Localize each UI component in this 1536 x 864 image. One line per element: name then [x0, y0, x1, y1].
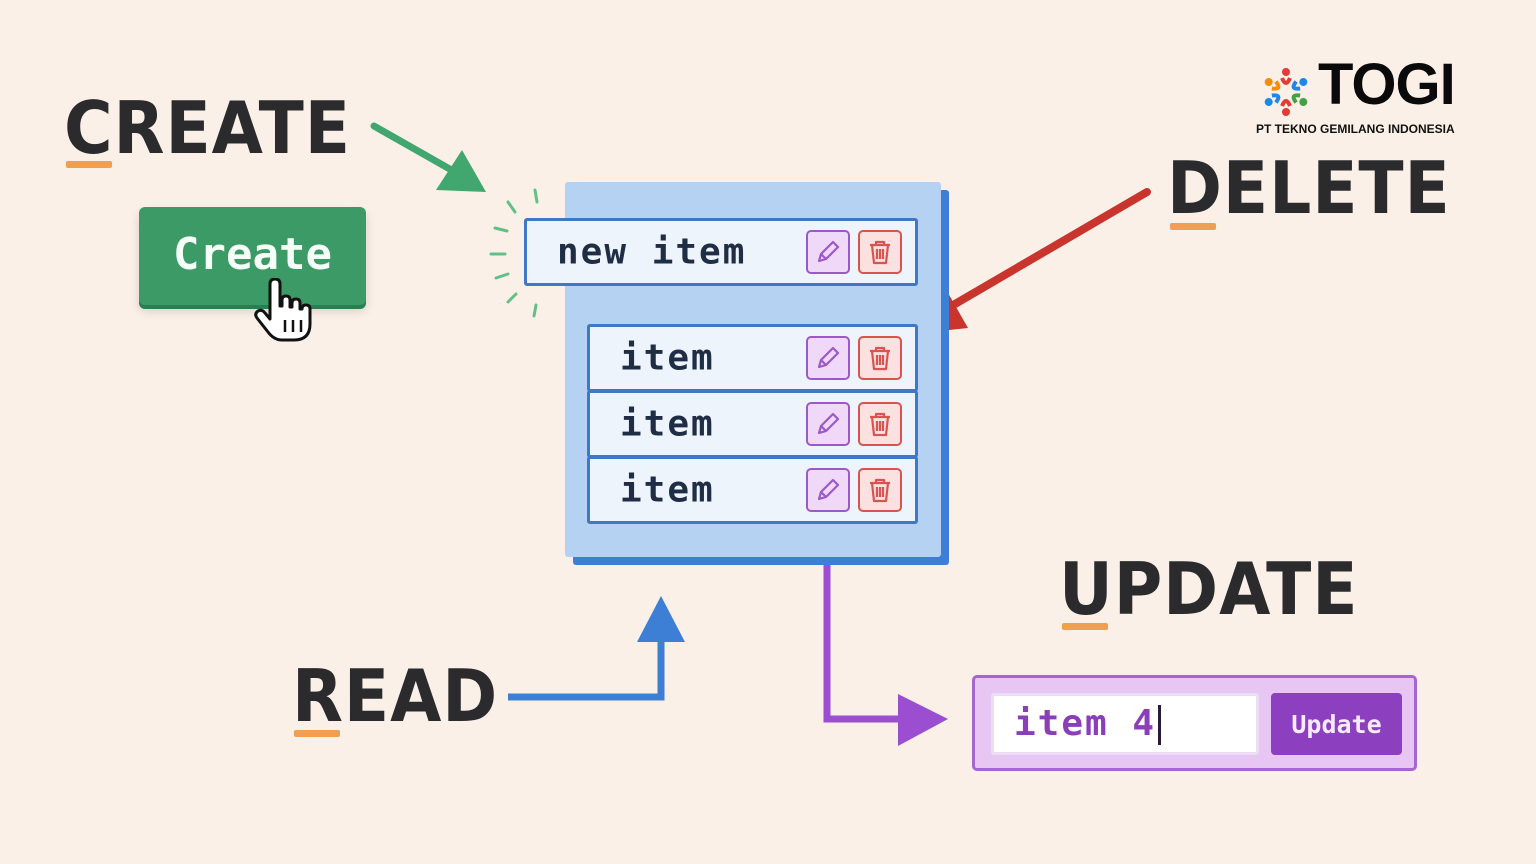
- pencil-icon: [817, 240, 840, 263]
- create-arrowhead: [436, 150, 486, 192]
- create-underline: [66, 161, 112, 168]
- read-underline: [294, 730, 340, 737]
- list-item: item: [587, 324, 918, 392]
- update-input-text: item 4: [1014, 703, 1157, 744]
- update-underline: [1062, 623, 1108, 630]
- update-button-label: Update: [1291, 709, 1382, 739]
- list-item: item: [587, 390, 918, 458]
- list-item-label: item: [620, 337, 715, 379]
- update-arrow: [823, 524, 902, 723]
- update-input-value: item 4: [1014, 703, 1162, 745]
- list-item: item: [587, 456, 918, 524]
- trash-icon: [870, 412, 890, 437]
- trash-icon: [870, 346, 890, 371]
- pencil-icon: [817, 478, 840, 501]
- create-arrow: [370, 122, 459, 176]
- read-label: READ: [292, 654, 499, 738]
- delete-label: DELETE: [1167, 146, 1451, 230]
- sparkle-lines: [489, 188, 539, 318]
- read-arrow: [508, 638, 665, 701]
- hand-cursor-icon: [254, 278, 312, 342]
- delete-button[interactable]: [858, 336, 902, 380]
- trash-icon: [870, 478, 890, 503]
- text-caret: [1158, 705, 1162, 745]
- update-form: item 4 Update: [972, 675, 1417, 771]
- pencil-icon: [817, 412, 840, 435]
- edit-button[interactable]: [806, 402, 850, 446]
- create-label: CREATE: [64, 86, 351, 170]
- togi-logo-mark: [1264, 68, 1308, 116]
- edit-button[interactable]: [806, 230, 850, 274]
- delete-arrow: [951, 188, 1151, 308]
- delete-button[interactable]: [858, 230, 902, 274]
- delete-button[interactable]: [858, 468, 902, 512]
- delete-button[interactable]: [858, 402, 902, 446]
- pencil-icon: [817, 346, 840, 369]
- logo-name: TOGI: [1318, 52, 1456, 117]
- list-item-label: item: [620, 403, 715, 445]
- read-arrowhead: [637, 596, 685, 642]
- new-item-label: new item: [557, 231, 747, 273]
- create-button[interactable]: Create: [139, 207, 366, 305]
- trash-icon: [870, 240, 890, 265]
- edit-button[interactable]: [806, 336, 850, 380]
- logo-tagline: PT TEKNO GEMILANG INDONESIA: [1256, 122, 1455, 136]
- edit-button[interactable]: [806, 468, 850, 512]
- list-item-label: item: [620, 469, 715, 511]
- update-input[interactable]: item 4: [991, 693, 1259, 755]
- update-button[interactable]: Update: [1271, 693, 1402, 755]
- delete-underline: [1170, 223, 1216, 230]
- create-button-label: Create: [173, 228, 332, 280]
- new-item-row: new item: [524, 218, 918, 286]
- update-arrowhead: [898, 694, 948, 746]
- update-label: UPDATE: [1059, 547, 1359, 631]
